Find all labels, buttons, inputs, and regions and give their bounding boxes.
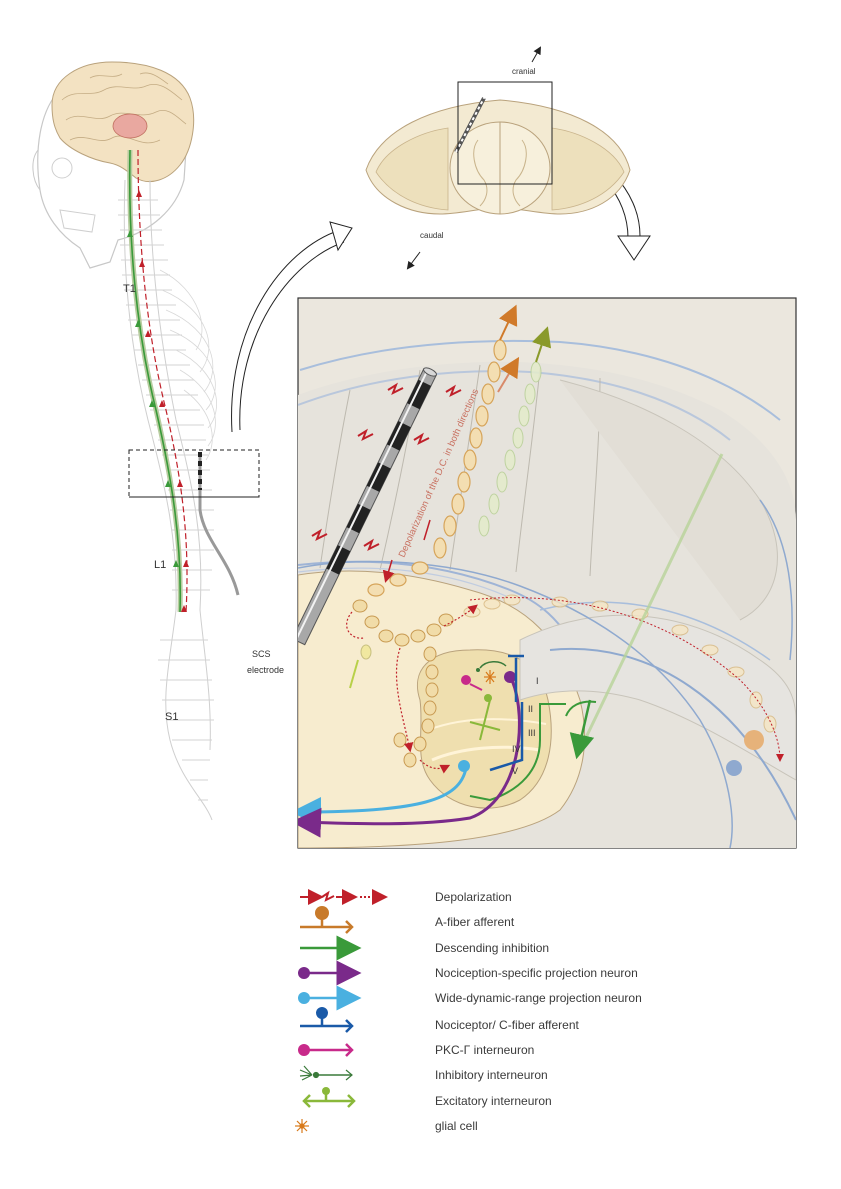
legend-label: Depolarization	[435, 890, 512, 904]
detail-panel: I II III IV V Depolarization of the D.C.…	[297, 297, 797, 849]
glial-cell-icon	[295, 1119, 309, 1133]
scs-electrode	[298, 367, 437, 646]
skeleton-illustration: T1 L1 S1	[32, 61, 260, 821]
cross-section-selection-box	[457, 81, 553, 185]
spine-label-t1: T1	[123, 283, 136, 295]
depolarization-arrows-icon	[300, 889, 388, 905]
legend-label: A-fiber afferent	[435, 915, 515, 929]
legend-label: glial cell	[435, 1119, 478, 1133]
lamina-label-III: III	[528, 728, 536, 738]
spinal-cord	[127, 149, 183, 613]
caudal-label: caudal	[420, 231, 444, 240]
legend-item-inhibitory: Inhibitory interneuron	[299, 1065, 548, 1082]
pkc-interneuron-icon	[298, 1043, 354, 1057]
legend-item-c-fiber: Nociceptor/ C-fiber afferent	[300, 1007, 580, 1033]
spine-label-s1: S1	[165, 711, 178, 723]
legend-item-depolarization: Depolarization	[300, 889, 512, 905]
legend-label: Nociception-specific projection neuron	[435, 966, 638, 980]
curved-arrow-up	[231, 221, 353, 433]
glial-cell	[484, 670, 496, 684]
legend-item-pkc: PKC-Γ interneuron	[298, 1043, 534, 1057]
legend-item-nociception-projection: Nociception-specific projection neuron	[298, 960, 638, 986]
legend-label: Wide-dynamic-range projection neuron	[435, 991, 642, 1005]
ribs	[159, 269, 217, 461]
electrode-lead	[198, 452, 240, 596]
nociception-projection-axon	[298, 679, 521, 838]
excitatory-interneuron-icon	[302, 1087, 356, 1108]
c-fiber-afferent-icon	[300, 1007, 354, 1033]
legend-item-a-fiber: A-fiber afferent	[300, 906, 515, 934]
inhibitory-interneuron-icon	[299, 1065, 353, 1081]
dorsal-root	[519, 614, 796, 781]
lamina-label-IV: IV	[512, 744, 521, 754]
cranial-label: cranial	[512, 67, 536, 76]
descending-inhibition-pathway	[569, 699, 595, 760]
legend-item-descending-inhibition: Descending inhibition	[300, 935, 549, 961]
legend-label: Inhibitory interneuron	[435, 1068, 548, 1082]
wdr-projection-axon	[298, 767, 468, 827]
legend-item-excitatory: Excitatory interneuron	[302, 1087, 552, 1108]
legend: Depolarization A-fiber afferent Descendi…	[295, 889, 642, 1133]
spine-label-l1: L1	[154, 559, 166, 571]
vertebra-segments	[118, 199, 214, 801]
legend-item-wdr-projection: Wide-dynamic-range projection neuron	[298, 985, 642, 1011]
lamina-label-V: V	[512, 766, 518, 776]
a-fiber-chain	[367, 339, 507, 597]
spine-arrows	[136, 190, 189, 612]
legend-label: Descending inhibition	[435, 941, 549, 955]
nociception-projection-neuron-icon	[298, 960, 362, 986]
dorsal-horn	[417, 649, 552, 809]
lamina-label-II: II	[528, 704, 533, 714]
lamina-label-I: I	[536, 676, 539, 686]
electrode-label-line1: SCS	[252, 649, 271, 659]
legend-item-glial: glial cell	[295, 1119, 478, 1133]
depolarization-tract	[137, 149, 188, 613]
cross-section: cranial caudal	[365, 46, 631, 270]
legend-label: Excitatory interneuron	[435, 1094, 552, 1108]
electrode-label-line2: electrode	[247, 665, 284, 675]
legend-label: Nociceptor/ C-fiber afferent	[435, 1018, 580, 1032]
a-fiber-afferent-icon	[300, 906, 354, 934]
wdr-projection-neuron-icon	[298, 985, 362, 1011]
legend-label: PKC-Γ interneuron	[435, 1043, 534, 1057]
depolarization-sparks	[311, 382, 462, 552]
